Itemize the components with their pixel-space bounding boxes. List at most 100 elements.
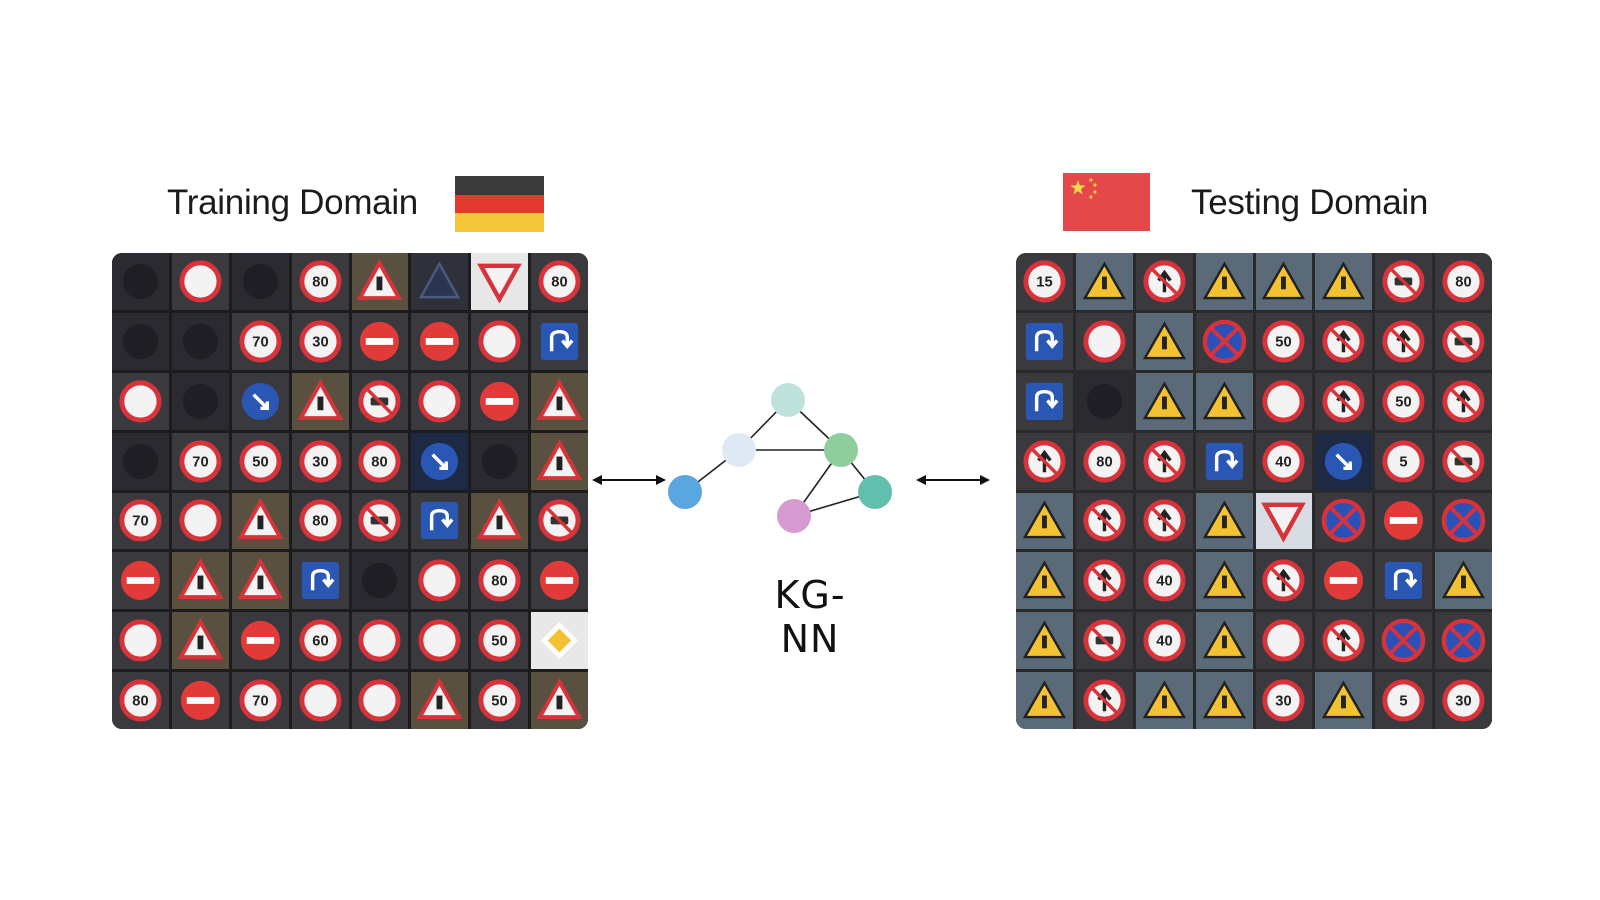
traffic-sign-image (351, 492, 409, 550)
sign-icon (1322, 320, 1365, 363)
sign-icon (1442, 440, 1485, 483)
sign-icon (119, 380, 162, 423)
traffic-sign-image: 80 (1435, 253, 1492, 310)
traffic-sign-image (171, 492, 229, 550)
sign-icon (1441, 618, 1486, 663)
traffic-sign-image (231, 372, 289, 430)
traffic-sign-image (291, 552, 349, 610)
traffic-sign-image: 70 (231, 672, 289, 729)
traffic-sign-image: 80 (351, 432, 409, 490)
traffic-sign-image (1315, 672, 1373, 729)
traffic-sign-image (1016, 372, 1073, 430)
svg-text:80: 80 (372, 454, 388, 470)
sign-icon (1205, 442, 1243, 480)
traffic-sign-image (1135, 372, 1193, 430)
sign-icon (1083, 679, 1126, 722)
sign-icon (1022, 620, 1067, 659)
sign-icon (1262, 619, 1305, 662)
china-flag (1063, 173, 1150, 231)
sign-icon (1385, 562, 1423, 600)
sign-icon (179, 260, 222, 303)
traffic-sign-image (1375, 312, 1433, 370)
sign-icon: 40 (1262, 440, 1305, 483)
sign-icon (482, 443, 518, 479)
sign-icon (1322, 680, 1366, 719)
sign-icon: 5 (1382, 679, 1425, 722)
svg-text:40: 40 (1156, 574, 1172, 590)
traffic-sign-image: 70 (231, 312, 289, 370)
traffic-sign-image (112, 432, 169, 490)
traffic-sign-image (1195, 312, 1253, 370)
svg-text:30: 30 (312, 334, 328, 350)
sign-icon (1022, 680, 1067, 719)
traffic-sign-image (1435, 492, 1492, 550)
graph-node (722, 433, 756, 467)
flag-star-icon (1088, 177, 1094, 183)
sign-icon: 80 (538, 260, 581, 303)
sign-icon (237, 498, 284, 540)
traffic-sign-image (1016, 552, 1073, 610)
sign-icon (358, 499, 401, 542)
traffic-sign-image (171, 253, 229, 310)
svg-text:80: 80 (312, 514, 328, 530)
traffic-sign-image: 50 (471, 612, 529, 670)
traffic-sign-image (1435, 372, 1492, 430)
sign-icon (1202, 319, 1246, 364)
sign-icon (419, 261, 461, 299)
sign-icon (1322, 619, 1365, 662)
flag-stripe-black (455, 176, 544, 195)
sign-icon (358, 380, 401, 423)
traffic-sign-image: 50 (1255, 312, 1313, 370)
traffic-sign-image: 80 (291, 253, 349, 310)
traffic-sign-image: 80 (112, 672, 169, 729)
traffic-sign-image: 50 (1375, 372, 1433, 430)
svg-text:30: 30 (1276, 693, 1292, 709)
sign-icon (1322, 380, 1365, 423)
svg-text:50: 50 (492, 634, 508, 650)
traffic-sign-image (231, 612, 289, 670)
traffic-sign-image: 80 (1075, 432, 1133, 490)
traffic-sign-image: 5 (1375, 432, 1433, 490)
sign-icon: 70 (239, 320, 282, 363)
graph-nodes (668, 383, 892, 533)
traffic-sign-image (231, 253, 289, 310)
traffic-sign-image: 60 (291, 612, 349, 670)
traffic-sign-image (1075, 253, 1133, 310)
traffic-sign-image (291, 372, 349, 430)
sign-icon (1082, 261, 1126, 300)
sign-icon (1142, 381, 1186, 420)
traffic-sign-image (1375, 253, 1433, 310)
sign-icon (182, 323, 218, 359)
svg-text:80: 80 (312, 274, 328, 290)
sign-icon (478, 320, 521, 363)
traffic-sign-image (231, 552, 289, 610)
sign-icon: 50 (1262, 320, 1305, 363)
sign-icon (240, 621, 280, 661)
svg-text:5: 5 (1400, 454, 1408, 470)
sign-icon (536, 438, 583, 480)
svg-text:60: 60 (312, 634, 328, 650)
traffic-sign-image (171, 672, 229, 729)
sign-icon (1381, 618, 1426, 663)
traffic-sign-image (411, 372, 469, 430)
traffic-sign-image (291, 672, 349, 729)
traffic-sign-image (1255, 612, 1313, 670)
traffic-sign-image (1435, 552, 1492, 610)
sign-icon (1384, 501, 1424, 541)
sign-icon: 15 (1023, 260, 1066, 303)
graph-node (824, 433, 858, 467)
testing-domain-title: Testing Domain (1191, 183, 1429, 222)
sign-icon: 80 (1083, 440, 1126, 483)
sign-icon (421, 442, 459, 480)
traffic-sign-image: 80 (291, 492, 349, 550)
traffic-sign-image (411, 552, 469, 610)
svg-text:80: 80 (551, 274, 567, 290)
traffic-sign-image (531, 372, 588, 430)
traffic-sign-image (471, 492, 529, 550)
sign-icon (358, 679, 401, 722)
sign-icon (418, 619, 461, 662)
traffic-sign-image (1195, 672, 1253, 729)
flag-star-icon (1088, 194, 1094, 200)
